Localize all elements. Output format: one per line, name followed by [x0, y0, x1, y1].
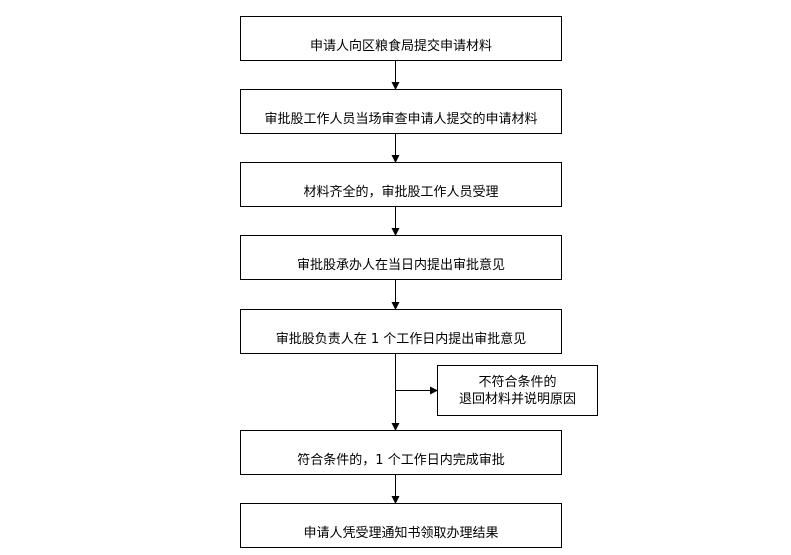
reject-box: 不符合条件的 退回材料并说明原因 [437, 365, 598, 416]
step-5-box: 审批股负责人在 1 个工作日内提出审批意见 [240, 309, 562, 354]
step-1-label: 申请人向区粮食局提交申请材料 [309, 39, 492, 54]
step-3-label: 材料齐全的，审批股工作人员受理 [303, 185, 499, 200]
step-7-label: 申请人凭受理通知书领取办理结果 [303, 526, 499, 541]
step-6-box: 符合条件的，1 个工作日内完成审批 [240, 430, 562, 475]
step-6-label: 符合条件的，1 个工作日内完成审批 [297, 453, 505, 468]
reject-label-line1: 不符合条件的 [478, 374, 557, 390]
step-5-label: 审批股负责人在 1 个工作日内提出审批意见 [275, 332, 527, 347]
reject-label-line2: 退回材料并说明原因 [458, 391, 576, 407]
step-2-label: 审批股工作人员当场审查申请人提交的申请材料 [264, 112, 538, 127]
step-3-box: 材料齐全的，审批股工作人员受理 [240, 162, 562, 207]
connectors [391, 61, 438, 504]
step-7-box: 申请人凭受理通知书领取办理结果 [240, 503, 562, 548]
step-4-box: 审批股承办人在当日内提出审批意见 [240, 235, 562, 280]
step-4-label: 审批股承办人在当日内提出审批意见 [296, 258, 505, 273]
step-1-box: 申请人向区粮食局提交申请材料 [240, 16, 562, 61]
step-2-box: 审批股工作人员当场审查申请人提交的申请材料 [240, 89, 562, 134]
